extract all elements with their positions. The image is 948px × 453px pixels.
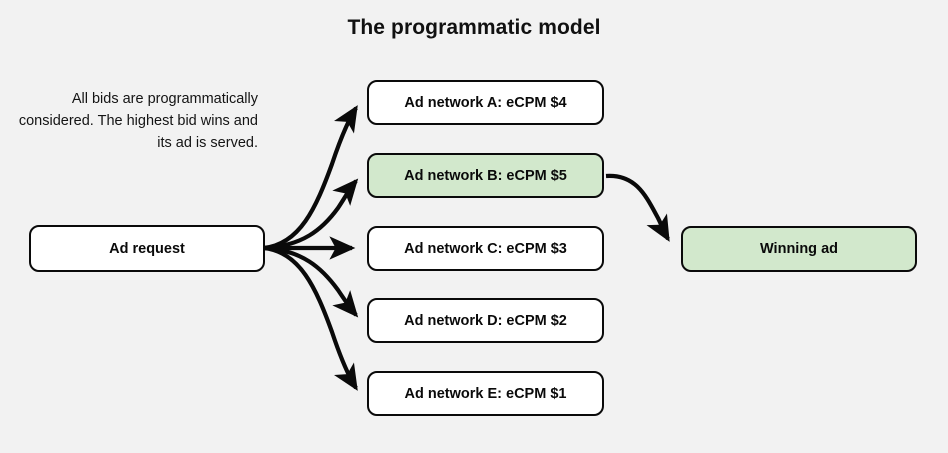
node-ad-network-a-label: Ad network A: eCPM $4 [404, 94, 567, 111]
node-winning-ad-label: Winning ad [760, 241, 838, 257]
node-ad-network-e-label: Ad network E: eCPM $1 [404, 385, 567, 402]
arrow-network-b-to-winner [605, 173, 670, 242]
arrow-request-to-network-d [263, 245, 359, 318]
node-ad-network-b-label: Ad network B: eCPM $5 [404, 167, 567, 184]
node-ad-request-label: Ad request [109, 240, 185, 257]
node-ad-network-e[interactable]: Ad network E: eCPM $1 [367, 371, 604, 416]
arrow-request-to-network-e [263, 245, 358, 391]
node-ad-network-b[interactable]: Ad network B: eCPM $5 [367, 153, 604, 198]
page-title: The programmatic model [347, 16, 601, 39]
description-text: All bids are programmatically considered… [18, 91, 258, 151]
node-winning-ad[interactable]: Winning ad [681, 226, 917, 272]
node-ad-network-c-label: Ad network C: eCPM $3 [404, 240, 567, 257]
node-ad-network-d-label: Ad network D: eCPM $2 [404, 312, 567, 329]
arrow-request-to-network-b [263, 178, 359, 251]
node-ad-request[interactable]: Ad request [29, 225, 265, 272]
node-ad-network-a[interactable]: Ad network A: eCPM $4 [367, 80, 604, 125]
node-ad-network-d[interactable]: Ad network D: eCPM $2 [367, 298, 604, 343]
node-ad-network-c[interactable]: Ad network C: eCPM $3 [367, 226, 604, 271]
arrow-request-to-network-a [263, 105, 358, 251]
